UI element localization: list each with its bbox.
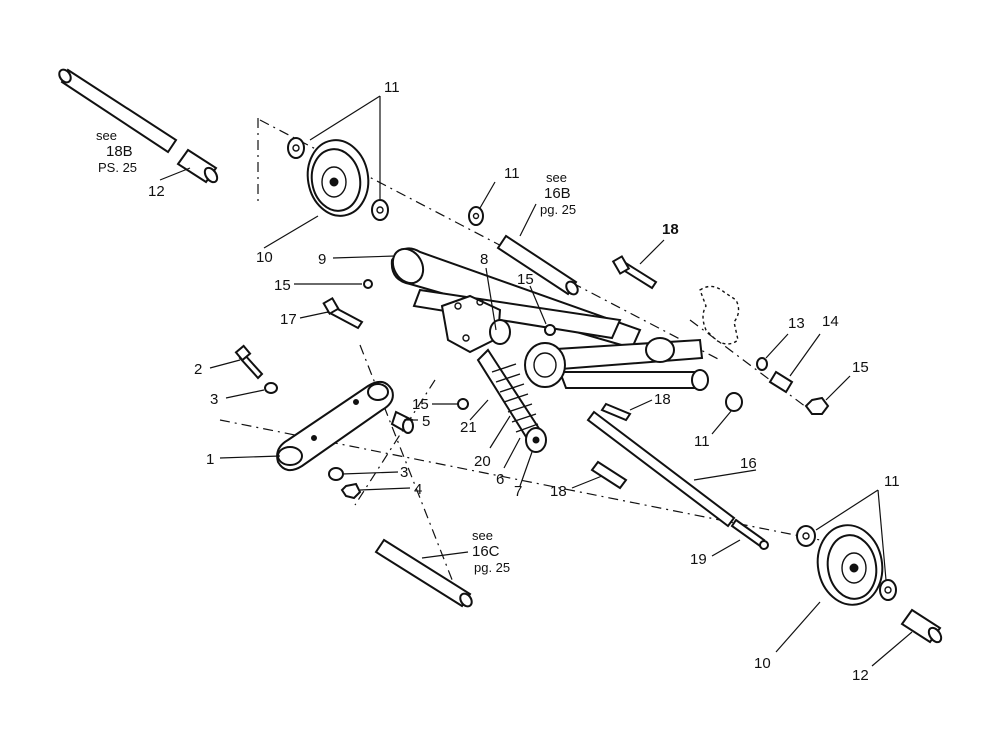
idler-wheel-10-lower — [796, 524, 897, 606]
callout-11: 11 — [504, 165, 520, 182]
callout-18: 18 — [662, 221, 679, 238]
bolt-17 — [322, 296, 364, 330]
bolt-2 — [234, 344, 264, 380]
ref-part: 18B — [106, 143, 133, 160]
ref-page: pg. 25 — [474, 560, 510, 575]
swing-arm-1 — [276, 380, 394, 472]
bolt-18-mid — [600, 402, 632, 422]
callout-16: 16 — [740, 455, 757, 472]
washer-11 — [371, 199, 389, 221]
callout-12: 12 — [852, 667, 869, 684]
idler-wheel-10-upper — [287, 137, 389, 221]
centerline-lower-arm — [354, 379, 436, 506]
ref-see: see — [96, 128, 117, 143]
ref-part: 16B — [544, 185, 571, 202]
suspension-frame — [390, 247, 709, 391]
bolt-19 — [730, 518, 769, 550]
nut-15-lower — [457, 398, 469, 410]
callout-7: 7 — [514, 483, 522, 500]
callout-17: 17 — [280, 311, 297, 328]
callout-10: 10 — [754, 655, 771, 672]
bolt-18-lower — [590, 460, 628, 490]
washer-3-lower — [328, 467, 344, 481]
nut-4 — [340, 482, 362, 500]
callout-18: 18 — [550, 483, 567, 500]
callout-8: 8 — [480, 251, 488, 268]
shaft-18b — [58, 68, 178, 154]
callout-5: 5 — [422, 413, 430, 430]
callout-15: 15 — [852, 359, 869, 376]
bolt-18-upper — [611, 255, 658, 290]
callout-2: 2 — [194, 361, 202, 378]
spacer-5 — [390, 410, 414, 434]
reference-18b: see 18B PS. 25 — [96, 128, 137, 175]
callout-20: 20 — [474, 453, 491, 470]
spacer-14 — [768, 370, 794, 394]
callout-11: 11 — [694, 433, 710, 450]
reference-16c: see 16C pg. 25 — [472, 528, 510, 575]
callout-labels: 12 10 11 11 9 15 17 8 15 18 2 3 1 15 5 3… — [148, 79, 900, 684]
callout-15: 15 — [412, 396, 429, 413]
shaft-16 — [586, 410, 736, 528]
callout-3: 3 — [400, 464, 408, 481]
callout-10: 10 — [256, 249, 273, 266]
callout-18: 18 — [654, 391, 671, 408]
nut-15-center — [544, 324, 556, 336]
washer-3-upper — [264, 382, 278, 394]
reference-16b: see 16B pg. 25 — [540, 170, 576, 217]
leader-lines — [159, 95, 913, 667]
shaft-16b — [468, 206, 579, 296]
callout-15: 15 — [517, 271, 534, 288]
washer-11 — [879, 579, 897, 601]
washer-11 — [796, 525, 816, 547]
ref-page: PS. 25 — [98, 160, 137, 175]
ref-page: pg. 25 — [540, 202, 576, 217]
callout-3: 3 — [210, 391, 218, 408]
spacer-12-lower — [900, 608, 943, 644]
callout-11: 11 — [384, 79, 400, 96]
ref-see: see — [546, 170, 567, 185]
callout-14: 14 — [822, 313, 839, 330]
callout-1: 1 — [206, 451, 214, 468]
centerline-right-bolt — [689, 319, 811, 411]
nut-15-right — [804, 396, 830, 415]
washer-11-mid — [725, 392, 743, 412]
phantom-bracket — [699, 285, 740, 345]
callout-21: 21 — [460, 419, 477, 436]
spacer-12-upper — [176, 148, 219, 184]
callout-11: 11 — [884, 473, 900, 490]
ref-see: see — [472, 528, 493, 543]
bushing-13 — [756, 357, 768, 371]
callout-4: 4 — [414, 481, 422, 498]
callout-15: 15 — [274, 277, 291, 294]
callout-12: 12 — [148, 183, 165, 200]
ref-part: 16C — [472, 543, 500, 560]
washer-11 — [287, 137, 305, 159]
callout-9: 9 — [318, 251, 326, 268]
callout-6: 6 — [496, 471, 504, 488]
shock-absorber-20 — [476, 348, 547, 453]
callout-19: 19 — [690, 551, 707, 568]
nut-15-upper — [363, 279, 373, 289]
shaft-16c — [374, 538, 473, 608]
callout-13: 13 — [788, 315, 805, 332]
